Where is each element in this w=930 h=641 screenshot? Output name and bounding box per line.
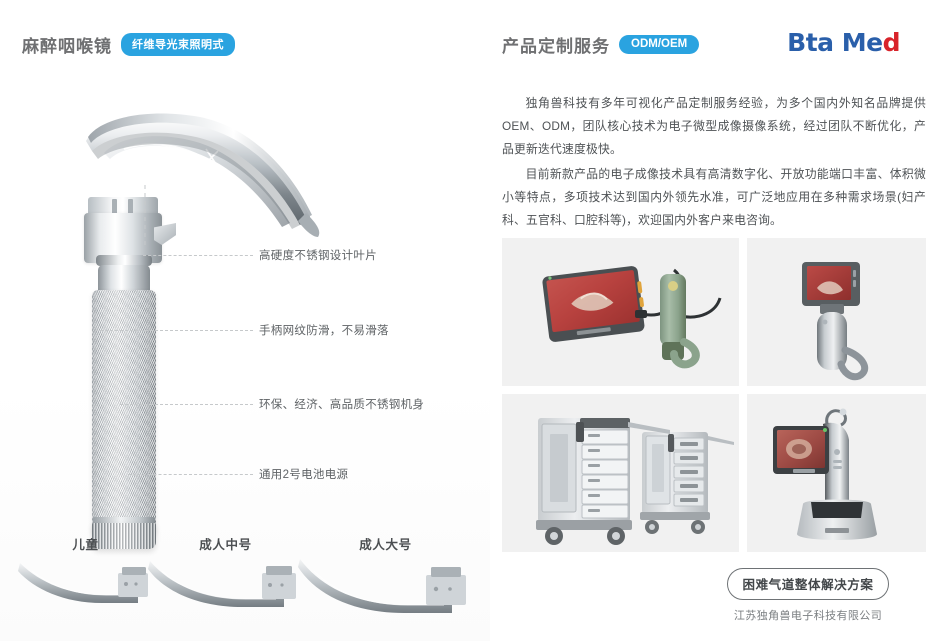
right-section-title: 产品定制服务 [502, 37, 610, 56]
mount-slot-left [112, 199, 117, 216]
left-section-badge: 纤维导光束照明式 [121, 33, 235, 56]
right-panel: 产品定制服务 ODM/OEM Bta Med 独角兽科技有多年可视化产品定制服务… [490, 0, 930, 641]
brand-logo-primary: Bta Me [787, 28, 883, 57]
paragraph-1: 独角兽科技有多年可视化产品定制服务经验，为多个国内外知名品牌提供OEM、ODM，… [502, 96, 926, 156]
product-illustration [0, 95, 490, 549]
right-header: 产品定制服务 ODM/OEM [502, 32, 700, 57]
size-option-adult-medium: 成人中号 [148, 534, 303, 609]
blade-illustration [78, 105, 328, 237]
footer-block: 困难气道整体解决方案 江苏独角兽电子科技有限公司 [708, 568, 908, 623]
battery-cap [92, 523, 156, 549]
mini-blade-adult-large [298, 557, 473, 613]
handle-collar-ring [96, 255, 152, 266]
description-text: 独角兽科技有多年可视化产品定制服务经验，为多个国内外知名品牌提供OEM、ODM，… [502, 92, 926, 234]
size-label-child: 儿童 [72, 538, 99, 552]
knurled-handle [92, 290, 156, 535]
left-section-title: 麻醉咽喉镜 [22, 37, 112, 56]
size-label-adult-medium: 成人中号 [199, 538, 252, 552]
gallery-item-3[interactable] [502, 394, 739, 552]
product-gallery [502, 238, 926, 558]
mini-blade-adult-medium [148, 557, 303, 609]
left-panel: 麻醉咽喉镜 纤维导光束照明式 [0, 0, 490, 641]
laryngoscope-assembly [78, 105, 328, 549]
size-option-child: 儿童 [18, 534, 153, 607]
mini-blade-child [18, 557, 153, 607]
brand-logo-accent: d [882, 28, 901, 57]
gallery-item-4[interactable] [747, 394, 926, 552]
mount-slot-right [128, 199, 133, 216]
brand-logo: Bta Med [787, 28, 900, 57]
gallery-item-1[interactable] [502, 238, 739, 386]
solution-badge: 困难气道整体解决方案 [727, 568, 889, 600]
paragraph-2: 目前新款产品的电子成像技术具有高清数字化、开放功能端口丰富、体积微小等特点，多项… [502, 167, 926, 227]
size-option-adult-large: 成人大号 [298, 534, 473, 613]
blade-size-row: 儿童 [0, 520, 490, 630]
company-name: 江苏独角兽电子科技有限公司 [733, 610, 883, 622]
left-header: 麻醉咽喉镜 纤维导光束照明式 [22, 32, 235, 57]
size-label-adult-large: 成人大号 [359, 538, 412, 552]
blade-mount-top [88, 197, 158, 217]
battery-cap-ring [93, 517, 155, 526]
right-section-badge: ODM/OEM [619, 35, 700, 54]
gallery-item-2[interactable] [747, 238, 926, 386]
